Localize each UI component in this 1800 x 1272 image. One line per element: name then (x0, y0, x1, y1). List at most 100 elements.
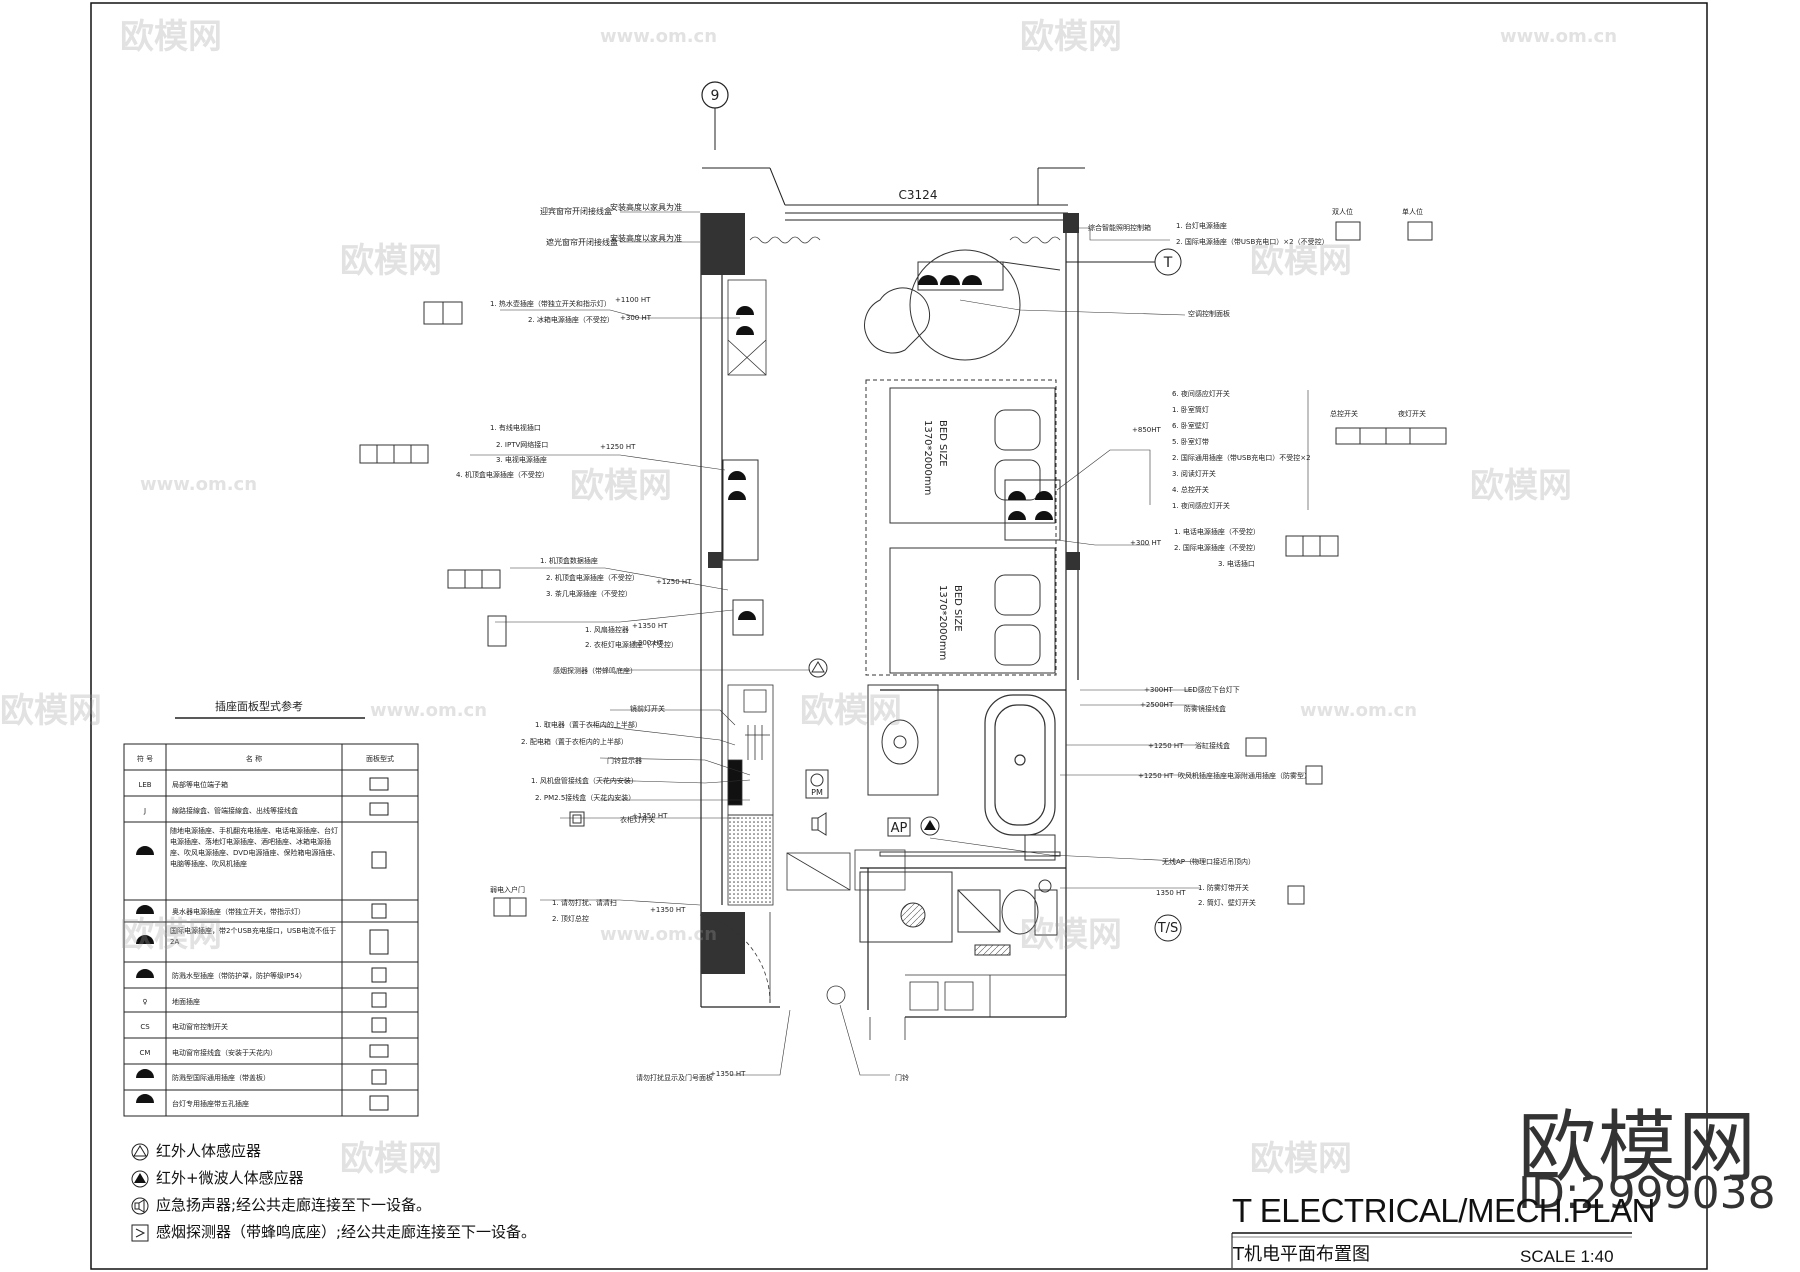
callout-wardrobe-switch-height: +1350 HT (632, 812, 668, 820)
column-top-right (1063, 213, 1079, 233)
table-row: 台灯专用插座带五孔插座 (136, 1094, 389, 1111)
svg-text:www.om.cn: www.om.cn (1500, 26, 1617, 47)
column-top-left (701, 213, 745, 275)
svg-text:www.om.cn: www.om.cn (600, 26, 717, 47)
brand-logo: 欧模网 (1518, 1103, 1759, 1193)
callout-entry-height: +1350 HT (650, 906, 686, 914)
callout-dryer-socket: 吹风机插座插座电源附通用插座（防雾型） (1178, 771, 1311, 780)
callout-night-switch-2: 1. 夜间感应灯开关 (1172, 501, 1230, 510)
callout-doorbell: 门铃 (895, 1073, 909, 1082)
svg-text:www.om.cn: www.om.cn (1300, 700, 1417, 721)
table-header-name: 名 称 (246, 754, 262, 763)
ap-label: AP (891, 821, 908, 836)
callout-fan-controller: 1. 风扇插控器 (585, 625, 629, 634)
callout-curtain-box-1: 迎宾窗帘开闭接线盒 (540, 206, 612, 216)
triangle-outline-icon (131, 1143, 149, 1160)
callout-master-switch: 4. 总控开关 (1172, 485, 1209, 494)
svg-text:欧模网: 欧模网 (120, 17, 222, 57)
minibar-cabinet (727, 279, 767, 376)
bed-2-label: BED SIZE (952, 585, 963, 632)
callout-kettle-height: +1100 HT (615, 296, 651, 304)
callout-dnd: 1. 请勿打扰、请清扫 (552, 898, 617, 907)
callout-usb-socket: 2. 国际电源插座（带USB充电口）×2（不受控） (1176, 237, 1329, 246)
table-row: CS 电动窗帘控制开关 (140, 1017, 387, 1033)
tv-wall-sockets (722, 306, 764, 636)
svg-text:www.om.cn: www.om.cn (600, 924, 717, 945)
callout-led-height: +300HT (1144, 686, 1173, 694)
speaker-icon (131, 1197, 149, 1214)
legend-item: 红外+微波人体感应器 (130, 1165, 536, 1192)
smoke-sensor-icon (808, 658, 828, 678)
svg-text:www.om.cn: www.om.cn (140, 474, 257, 495)
speaker-icon (811, 812, 827, 836)
svg-text:奥水器电源插座（带独立开关，带指示灯）: 奥水器电源插座（带独立开关，带指示灯） (172, 907, 305, 916)
callout-fcu-box: 1. 风机盘管接线盒（天花内安装） (531, 776, 638, 785)
window-code: C3124 (899, 188, 938, 202)
legend-item: 感烟探测器（带蜂鸣底座）;经公共走廊连接至下一设备。 (130, 1219, 536, 1246)
table-row: 防溅型国际通用插座（带盖板） (136, 1069, 387, 1085)
pm-label: PM (811, 788, 823, 797)
callout-stb-height: +1250 HT (656, 578, 692, 586)
curtain-track (749, 236, 821, 244)
callout-curtain-box-2: 遮光窗帘开闭接线盒 (546, 237, 618, 247)
callout-bath-light-switch: 2. 筒灯、壁灯开关 (1198, 898, 1256, 907)
callout-mirror-box: 防雾镜接线盒 (1184, 704, 1226, 713)
callout-wardrobe-height: +300 HT (632, 639, 664, 647)
callout-wall-lamp: 6. 卧室壁灯 (1172, 421, 1209, 430)
svg-text:欧模网: 欧模网 (1020, 17, 1122, 57)
callout-wireless-ap: 无线AP（物理口接近吊顶内） (1162, 857, 1255, 866)
table-header-symbol: 符 号 (137, 754, 153, 763)
svg-text:欧模网: 欧模网 (120, 915, 222, 955)
table-row: J 線路接線盒、管端接線盒、出线等接线盒 (143, 802, 389, 816)
entry-door (699, 849, 906, 1005)
callout-master-switch-label: 总控开关 (1330, 409, 1358, 418)
microwave-sensor-icon (920, 816, 940, 836)
callout-fog-light-switch: 1. 防雾灯带开关 (1198, 883, 1249, 892)
desk-sockets (918, 275, 982, 285)
callout-night-switch: 6. 夜间感应灯开关 (1172, 389, 1230, 398)
svg-text:防溅水型插座（带防护罩，防护等级IP54）: 防溅水型插座（带防护罩，防护等级IP54） (172, 971, 306, 980)
socket-panel-tv (359, 444, 429, 464)
callout-kettle-socket: 1. 热水壶插座（带独立开关和指示灯） (490, 299, 611, 308)
svg-text:欧模网: 欧模网 (1250, 1139, 1352, 1179)
svg-text:♀: ♀ (142, 998, 147, 1006)
drawing-title: T ELECTRICAL/MECH.PLAN (1232, 1192, 1656, 1229)
callout-table-socket: 3. 茶几电源插座（不受控） (546, 589, 632, 598)
callout-tv-catv: 1. 有线电视插口 (490, 423, 541, 432)
table-row: 奥水器电源插座（带独立开关，带指示灯） (136, 903, 387, 919)
brand-id: ID:2999038 (1518, 1168, 1776, 1219)
svg-text:电动窗帘接线盒（安装于天花内）: 电动窗帘接线盒（安装于天花内） (172, 1048, 277, 1057)
table-row: CM 电动窗帘接线盒（安装于天花内） (140, 1044, 389, 1058)
callout-height-2: 安装高度以家具为准 (610, 233, 682, 243)
callout-distribution-box: 2. 配电箱（置于衣柜内的上半部） (521, 737, 628, 746)
svg-text:电动窗帘控制开关: 电动窗帘控制开关 (172, 1022, 228, 1031)
callout-master-light: 2. 顶灯总控 (552, 914, 589, 923)
callout-tv-iptv: 2. IPTV网络接口 (496, 440, 548, 449)
bed-2 (889, 547, 1056, 674)
callout-tub-box: 浴缸接线盒 (1195, 741, 1230, 750)
callout-fridge-socket: 2. 冰箱电源插座（不受控） (528, 315, 614, 324)
callout-bath-switch-height: 1350 HT (1156, 889, 1186, 897)
grid-axis-9: 9 (701, 81, 729, 150)
socket-panel-entry (493, 897, 527, 917)
svg-text:欧模网: 欧模网 (1020, 915, 1122, 955)
callout-ac-panel: 空调控制面板 (1188, 309, 1230, 318)
callout-doorbell-display: 门铃显示器 (607, 756, 642, 765)
callout-phone-jack: 3. 电话插口 (1218, 559, 1255, 568)
callout-lighting-control-box: 综合智能照明控制箱 (1088, 223, 1151, 232)
socket-panel-desk (1335, 221, 1433, 241)
bathtub (984, 694, 1056, 836)
callout-single: 单人位 (1402, 207, 1423, 216)
callout-fan-height: +1350 HT (632, 622, 668, 630)
callout-leaders (470, 211, 1201, 1076)
dryer-socket-icon (1305, 765, 1323, 785)
svg-text:防溅型国际通用插座（带盖板）: 防溅型国际通用插座（带盖板） (172, 1073, 270, 1082)
svg-text:欧模网: 欧模网 (1470, 466, 1572, 506)
lobby-area (869, 974, 1066, 1040)
callout-phone-power: 1. 电话电源插座（不受控） (1174, 527, 1260, 536)
bed-1-label: BED SIZE (937, 420, 948, 467)
callout-tv-height: +1250 HT (600, 443, 636, 451)
svg-text:www.om.cn: www.om.cn (370, 700, 487, 721)
legend-item: 红外人体感应器 (130, 1138, 536, 1165)
